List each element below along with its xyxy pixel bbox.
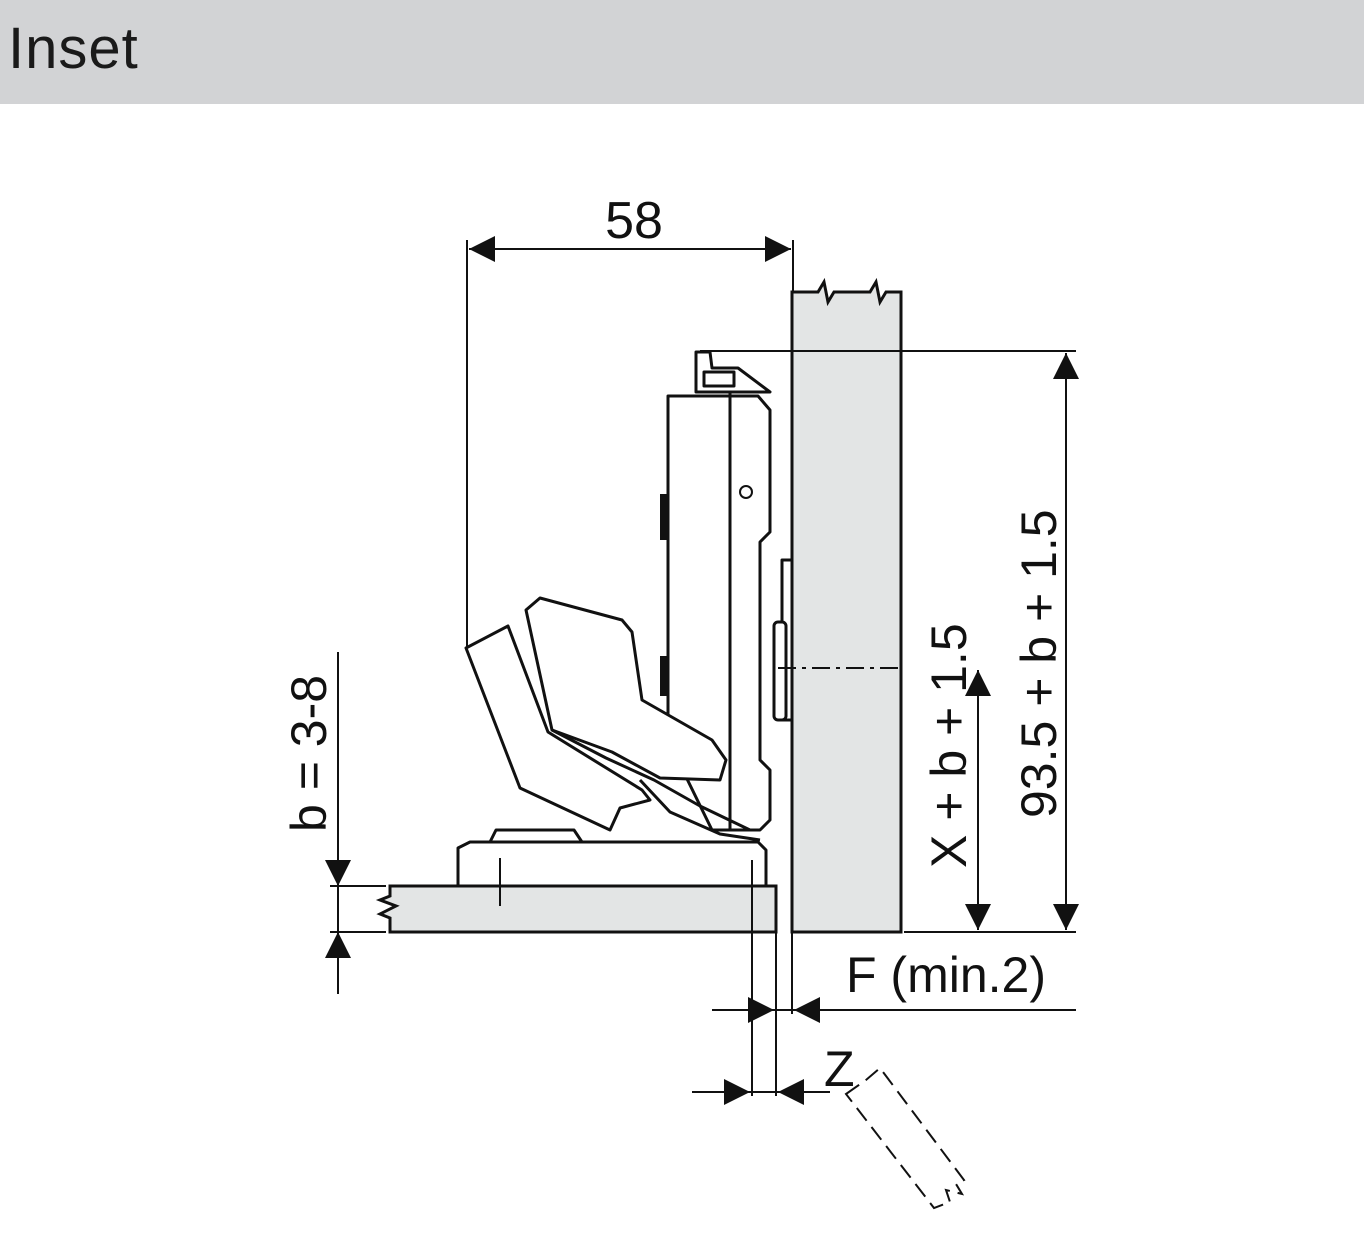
section-header: Inset	[0, 0, 1364, 104]
dimension-total-label: 93.5 + b + 1.5	[1011, 509, 1067, 818]
door-panel	[375, 884, 778, 934]
hinge	[456, 350, 794, 888]
dimension-z-label: Z	[824, 1041, 855, 1097]
hinge-cup	[456, 840, 768, 888]
dimension-f-label: F (min.2)	[846, 947, 1046, 1003]
dimension-b-label: b = 3-8	[281, 675, 337, 832]
hinge-arm-inner	[524, 596, 728, 782]
dimension-b	[325, 652, 386, 994]
dimension-total	[700, 350, 1079, 933]
door-open-outline	[844, 1066, 966, 1210]
cabinet-side-panel	[790, 277, 903, 934]
hinge-arm-outer	[464, 624, 652, 832]
dimension-x-label: X + b + 1.5	[921, 623, 977, 868]
dimension-58-label: 58	[605, 192, 663, 250]
mounting-plate	[666, 394, 772, 832]
page-title: Inset	[8, 16, 139, 81]
dimension-58	[466, 236, 794, 648]
